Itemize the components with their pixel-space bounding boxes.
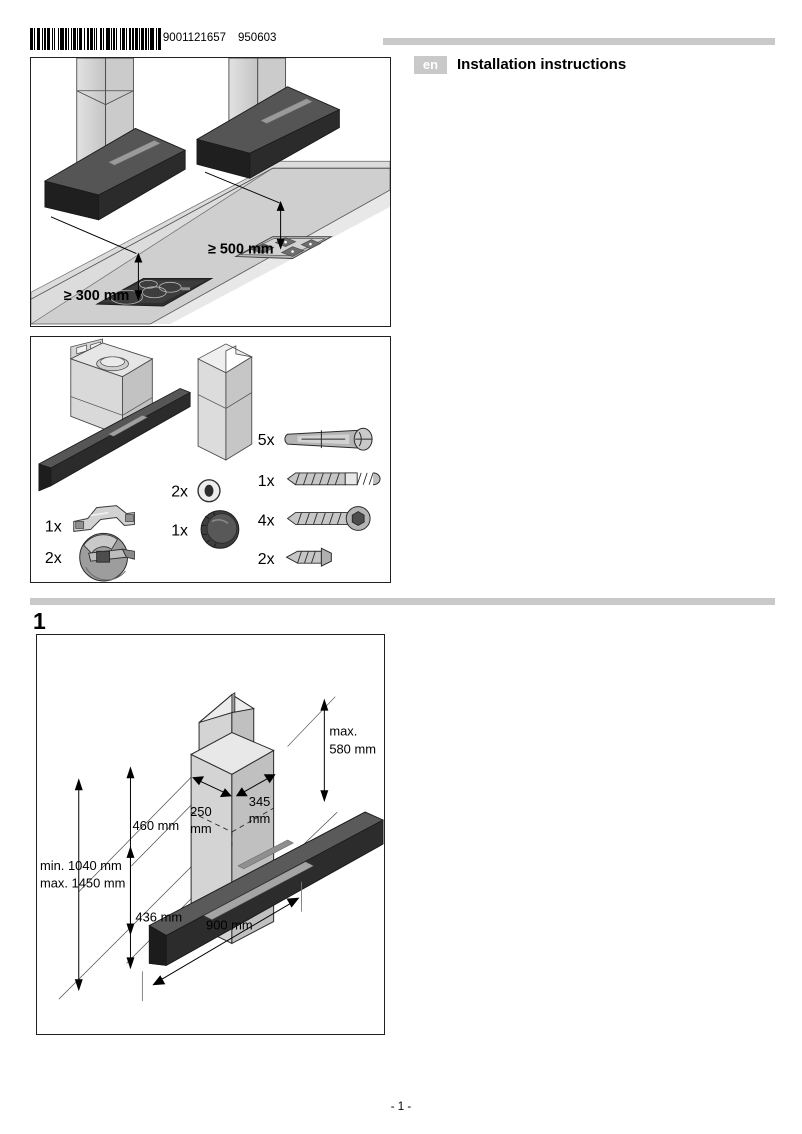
barcode-bars <box>30 28 162 50</box>
part-qty-clamp-disc: 2x <box>45 550 62 567</box>
appliance-dimensions-figure: max. 580 mm 250 mm 345 mm 460 mm <box>36 634 385 1035</box>
dim-label-max-1450: max. 1450 mm <box>40 876 125 891</box>
worktop <box>31 160 390 325</box>
part-washer <box>197 479 221 503</box>
dim-label-min-1040: min. 1040 mm <box>40 858 122 873</box>
clearance-leader-lines <box>50 171 282 297</box>
dim-label-436: 436 mm <box>135 910 182 925</box>
dim-label-250-line1: 250 <box>190 804 212 819</box>
dim-chimney-width <box>235 774 276 797</box>
step-divider-rule <box>30 598 775 605</box>
dim-total-height <box>74 778 83 992</box>
part-qty-wall-plug: 5x <box>258 432 275 449</box>
dim-label-250-line2: mm <box>190 821 212 836</box>
part-qty-hex-socket-screw: 4x <box>258 512 275 529</box>
electric-hob <box>95 277 214 307</box>
barcode-date: 950603 <box>238 32 277 45</box>
part-qty-washer: 2x <box>171 484 188 501</box>
header-divider-rule <box>383 38 775 45</box>
dim-hood-width <box>141 881 302 1002</box>
part-wall-plug <box>284 427 373 451</box>
dim-label-345-line1: 345 <box>249 794 271 809</box>
part-clamp-disc <box>79 532 135 582</box>
dim-label-900: 900 mm <box>206 918 253 933</box>
part-knurled-nut <box>200 510 240 549</box>
page-title: Installation instructions <box>457 56 627 73</box>
supplied-parts-illustration: 2x 1x 1x <box>38 338 381 582</box>
part-tapping-screw <box>285 547 332 567</box>
minimum-clearance-illustration: ≥ 300 mm ≥ 500 mm <box>31 58 390 325</box>
part-qty-knurled-nut: 1x <box>171 522 188 539</box>
gas-hob <box>234 236 334 259</box>
dim-chimney-max-height <box>320 698 329 803</box>
barcode-row: 9001121657 950603 <box>30 27 360 51</box>
page-number-footer: - 1 - <box>390 1101 412 1113</box>
dim-label-max-580-line1: max. <box>329 723 357 738</box>
hood-right <box>196 58 341 179</box>
dim-label-345-line2: mm <box>249 811 271 826</box>
part-threaded-stud-screw <box>286 472 381 486</box>
dim-chimney-depth <box>192 776 232 798</box>
part-qty-wall-bracket: 1x <box>45 518 62 535</box>
part-wall-bracket <box>73 505 135 532</box>
clearance-label-electric: ≥ 300 mm <box>64 288 130 304</box>
hood-left <box>43 58 187 221</box>
perspective-guides <box>58 696 338 1000</box>
part-chimney-flue <box>197 343 253 461</box>
minimum-clearance-figure: ≥ 300 mm ≥ 500 mm <box>30 57 391 327</box>
step-number-1: 1 <box>33 608 46 634</box>
part-qty-threaded-stud-screw: 1x <box>258 473 275 490</box>
dim-label-max-580-line2: 580 mm <box>329 741 376 756</box>
supplied-parts-figure: 2x 1x 1x <box>30 336 391 583</box>
dim-lower-height <box>126 845 135 970</box>
part-hex-socket-screw <box>286 506 371 531</box>
barcode-number: 9001121657 <box>162 32 227 45</box>
hood-canopy <box>148 811 384 967</box>
language-badge: en <box>414 56 447 74</box>
clearance-arrowheads <box>134 200 285 302</box>
clearance-label-gas: ≥ 500 mm <box>208 242 274 258</box>
part-hood-body <box>38 338 191 492</box>
dim-label-460: 460 mm <box>132 818 179 833</box>
part-qty-tapping-screw: 2x <box>258 551 275 568</box>
appliance-dimensions-illustration: max. 580 mm 250 mm 345 mm 460 mm <box>40 691 384 1002</box>
